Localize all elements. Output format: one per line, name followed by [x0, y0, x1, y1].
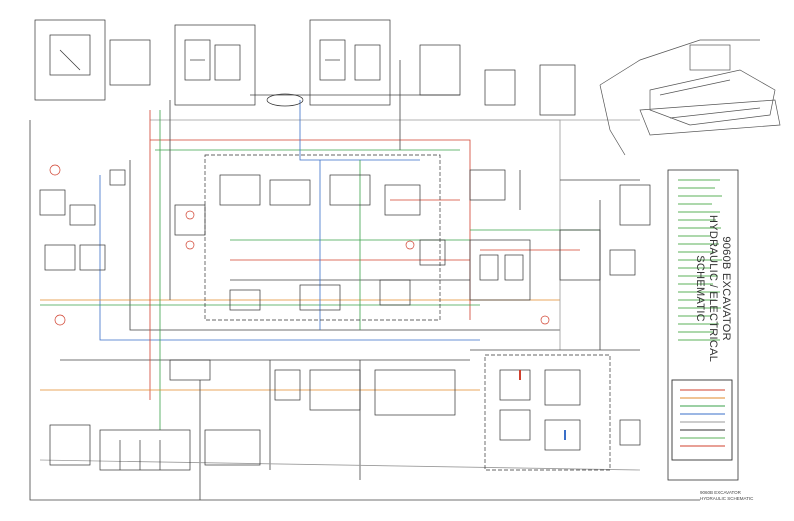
right-components: [484, 184, 651, 471]
title-line-3: SCHEMATIC: [694, 255, 706, 322]
color-key: [671, 379, 733, 461]
main-control-valve: [174, 154, 531, 321]
hydraulic-components-top: [34, 19, 576, 116]
footer-line-2: HYDRAULIC SCHEMATIC: [700, 496, 754, 501]
left-components: [39, 164, 550, 326]
legend-list: [678, 179, 722, 341]
title-line-2: HYDRAULIC / ELECTRICAL: [707, 215, 719, 363]
title-frame: [667, 169, 739, 481]
footer-title: 9060B EXCAVATOR HYDRAULIC SCHEMATIC: [700, 490, 753, 502]
schematic-title: 9060B EXCAVATOR HYDRAULIC / ELECTRICAL S…: [693, 215, 732, 362]
bottom-components: [49, 359, 456, 471]
excavator-illustration: [599, 39, 781, 156]
title-line-1: 9060B EXCAVATOR: [720, 236, 732, 341]
footer-line-1: 9060B EXCAVATOR: [700, 490, 741, 495]
